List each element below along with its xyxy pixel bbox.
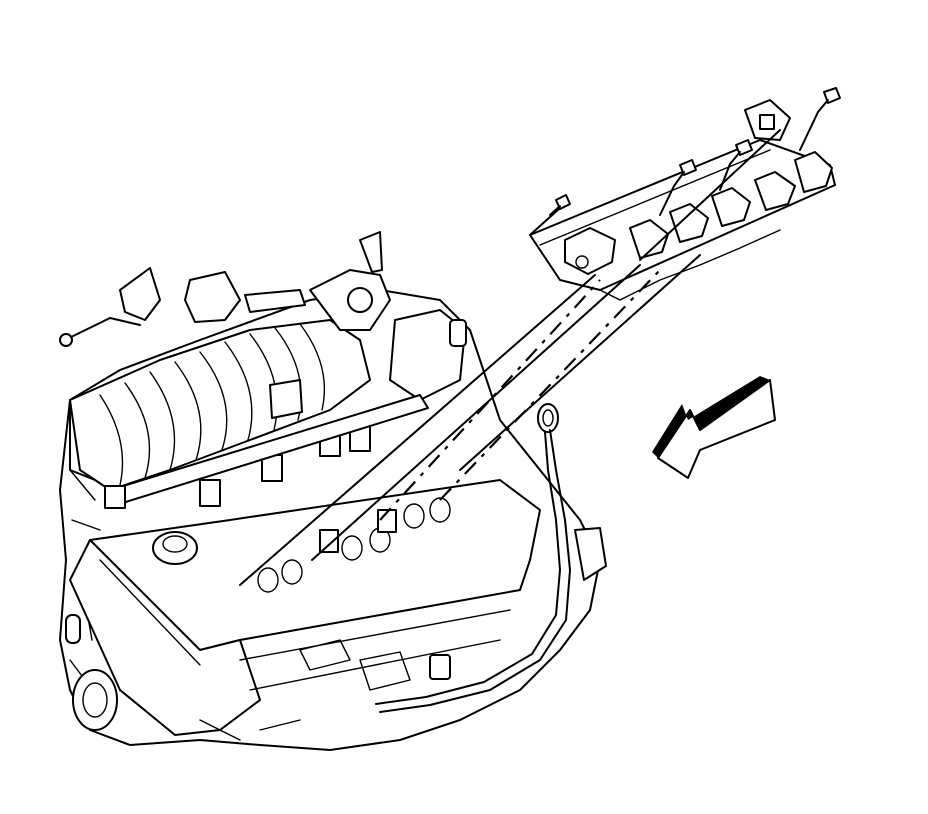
bolt: [817, 87, 841, 113]
bolt: [673, 159, 697, 187]
dipstick-tube: [375, 403, 607, 713]
bolts: [549, 87, 841, 216]
view-direction-arrow-icon: [652, 376, 776, 479]
cylinder-head-cover: [69, 479, 541, 741]
fuel-rail-assembly-exploded: [529, 99, 836, 301]
throttle-body: [59, 231, 467, 401]
alignment-lines: [239, 111, 819, 586]
bolt: [729, 139, 753, 165]
bolt: [549, 194, 571, 216]
fuel-rail-installed: [104, 379, 429, 509]
